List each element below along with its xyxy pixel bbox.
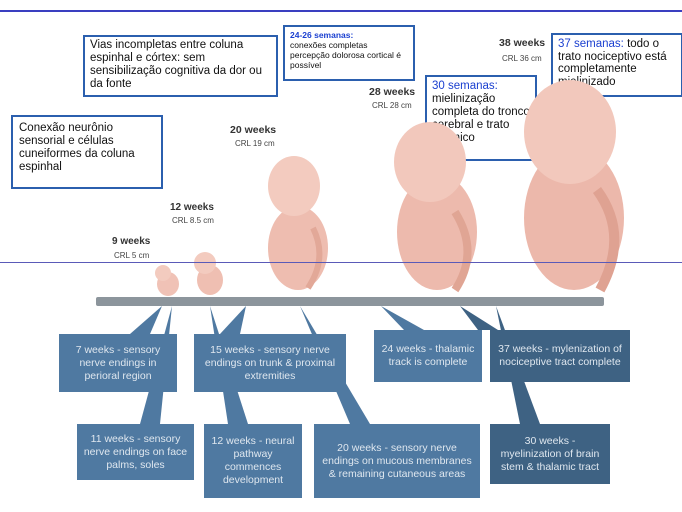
callout-24-weeks: 24 weeks - thalamic track is complete (374, 330, 482, 382)
callout-15-weeks: 15 weeks - sensory nerve endings on trun… (194, 334, 346, 392)
callout-7-weeks: 7 weeks - sensory nerve endings in perio… (59, 334, 177, 392)
callout-12-weeks: 12 weeks - neural pathway commences deve… (204, 424, 302, 498)
callout-20-weeks: 20 weeks - sensory nerve endings on muco… (314, 424, 480, 498)
callout-30-weeks: 30 weeks - myelinization of brain stem &… (490, 424, 610, 484)
callout-11-weeks: 11 weeks - sensory nerve endings on face… (77, 424, 194, 480)
callout-37-weeks: 37 weeks - mylenization of nociceptive t… (490, 330, 630, 382)
